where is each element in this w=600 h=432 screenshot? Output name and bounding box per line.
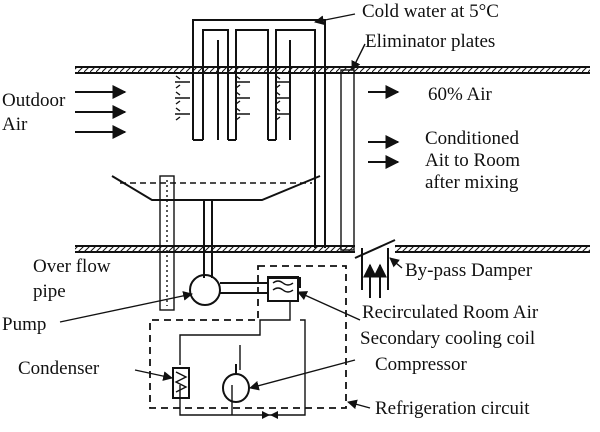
- expansion-valve: [262, 411, 278, 419]
- label-overflow-2: pipe: [33, 281, 66, 302]
- compressor: [222, 364, 250, 403]
- label-conditioned-3: after mixing: [425, 172, 519, 193]
- label-compressor: Compressor: [375, 354, 468, 375]
- pump: [189, 274, 301, 306]
- overflow-pipe: [159, 175, 175, 311]
- refrigeration-circuit-box: [149, 265, 347, 409]
- label-condenser: Condenser: [18, 358, 100, 379]
- label-secondary-coil: Secondary cooling coil: [360, 328, 535, 349]
- duct-top-wall: [75, 66, 590, 74]
- label-overflow-1: Over flow: [33, 256, 111, 277]
- label-cold-water: Cold water at 5°C: [362, 1, 499, 22]
- label-recirc: Recirculated Room Air: [362, 302, 539, 323]
- label-outdoor-1: Outdoor: [2, 90, 66, 111]
- flow-arrows: [75, 85, 400, 298]
- suction-pipe: [203, 200, 213, 278]
- eliminator-plates: [340, 69, 355, 251]
- duct-bottom-wall: [75, 245, 590, 253]
- bypass-damper: [354, 239, 396, 290]
- condenser: [172, 367, 190, 399]
- label-air-60: 60% Air: [428, 84, 493, 105]
- cold-water-coil: [192, 19, 326, 248]
- water-tray: [111, 175, 321, 201]
- label-bypass: By-pass Damper: [405, 260, 533, 281]
- label-eliminator: Eliminator plates: [365, 31, 495, 52]
- refrigeration-lines: [179, 301, 306, 416]
- label-conditioned-2: Ait to Room: [425, 150, 520, 171]
- label-pump: Pump: [2, 314, 46, 335]
- label-outdoor-2: Air: [2, 114, 28, 135]
- spray-nozzles: [175, 75, 290, 121]
- label-refrigeration: Refrigeration circuit: [375, 398, 530, 419]
- leader-lines: [59, 13, 403, 410]
- secondary-cooling-coil: [267, 276, 299, 302]
- label-conditioned-1: Conditioned: [425, 128, 519, 149]
